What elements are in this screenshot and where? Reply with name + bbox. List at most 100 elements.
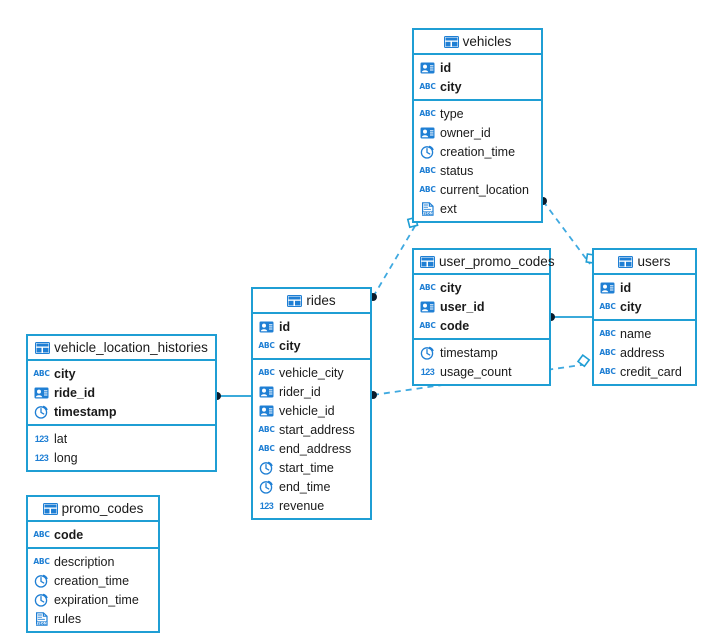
primary-key-row-timestamp[interactable]: timestamp xyxy=(28,402,215,421)
primary-key-row-id[interactable]: id xyxy=(414,58,541,77)
column-row-current_location[interactable]: ABC current_location xyxy=(414,180,541,199)
primary-key-row-id[interactable]: id xyxy=(594,278,695,297)
entity-name: promo_codes xyxy=(61,501,144,516)
column-row-start_time[interactable]: start_time xyxy=(253,458,370,477)
entity-name: users xyxy=(637,254,671,269)
primary-key-row-user_id[interactable]: user_id xyxy=(414,297,549,316)
column-row-vehicle_city[interactable]: ABC vehicle_city xyxy=(253,363,370,382)
entity-header-vehicle_location_histories[interactable]: vehicle_location_histories xyxy=(28,336,215,361)
column-label: type xyxy=(440,106,464,121)
clock-icon xyxy=(419,144,436,159)
abc-icon: ABC xyxy=(258,368,275,377)
column-label: rules xyxy=(54,611,82,626)
column-row-vehicle_id[interactable]: vehicle_id xyxy=(253,401,370,420)
abc-icon: ABC xyxy=(419,166,436,175)
table-icon xyxy=(420,252,435,275)
entity-header-users[interactable]: users xyxy=(594,250,695,275)
table-icon xyxy=(443,32,459,55)
abc-icon: ABC xyxy=(599,348,616,357)
entity-header-promo_codes[interactable]: promo_codes xyxy=(28,497,158,522)
abc-icon: ABC xyxy=(419,321,436,330)
relationship-user-promo-codes-to-users[interactable] xyxy=(547,313,592,321)
column-row-end_time[interactable]: end_time xyxy=(253,477,370,496)
column-row-rules[interactable]: JSON rules xyxy=(28,609,158,628)
column-label: current_location xyxy=(440,182,529,197)
entity-name: vehicles xyxy=(462,34,512,49)
column-row-creation_time[interactable]: creation_time xyxy=(28,571,158,590)
column-row-creation_time[interactable]: creation_time xyxy=(414,142,541,161)
column-label: credit_card xyxy=(620,364,682,379)
clock-icon xyxy=(33,404,50,419)
column-row-expiration_time[interactable]: expiration_time xyxy=(28,590,158,609)
column-label: description xyxy=(54,554,115,569)
column-label: vehicle_id xyxy=(279,403,335,418)
abc-icon: ABC xyxy=(599,302,616,311)
primary-key-row-city[interactable]: ABC city xyxy=(253,336,370,355)
relationship-one-endpoint xyxy=(576,353,591,368)
entity-header-rides[interactable]: rides xyxy=(253,289,370,314)
column-label: creation_time xyxy=(440,144,516,159)
id-card-icon xyxy=(258,384,275,399)
table-icon xyxy=(618,252,634,275)
column-label: ride_id xyxy=(54,385,95,400)
column-label: name xyxy=(620,326,652,341)
column-label: ext xyxy=(440,201,457,216)
primary-key-row-ride_id[interactable]: ride_id xyxy=(28,383,215,402)
column-row-timestamp[interactable]: timestamp xyxy=(414,343,549,362)
table-icon xyxy=(35,338,51,361)
column-row-owner_id[interactable]: owner_id xyxy=(414,123,541,142)
primary-key-row-id[interactable]: id xyxy=(253,317,370,336)
entity-header-vehicles[interactable]: vehicles xyxy=(414,30,541,55)
relationship-rides-to-vehicles[interactable] xyxy=(369,216,419,301)
column-label: vehicle_city xyxy=(279,365,344,380)
relationship-vehicle-location-histories-to-rides[interactable] xyxy=(213,392,251,400)
column-label: user_id xyxy=(440,299,485,314)
table-icon xyxy=(42,499,58,522)
id-card-icon xyxy=(419,125,436,140)
entity-header-user_promo_codes[interactable]: user_promo_codes xyxy=(414,250,555,275)
abc-icon: ABC xyxy=(258,425,275,434)
json-icon: JSON xyxy=(33,611,50,626)
table-icon xyxy=(287,291,303,314)
column-label: usage_count xyxy=(440,364,512,379)
column-label: id xyxy=(440,60,452,75)
column-label: expiration_time xyxy=(54,592,139,607)
column-row-rider_id[interactable]: rider_id xyxy=(253,382,370,401)
clock-icon xyxy=(33,592,50,607)
column-label: city xyxy=(279,338,301,353)
abc-icon: ABC xyxy=(419,185,436,194)
column-label: city xyxy=(54,366,76,381)
abc-icon: ABC xyxy=(258,341,275,350)
column-label: id xyxy=(620,280,632,295)
